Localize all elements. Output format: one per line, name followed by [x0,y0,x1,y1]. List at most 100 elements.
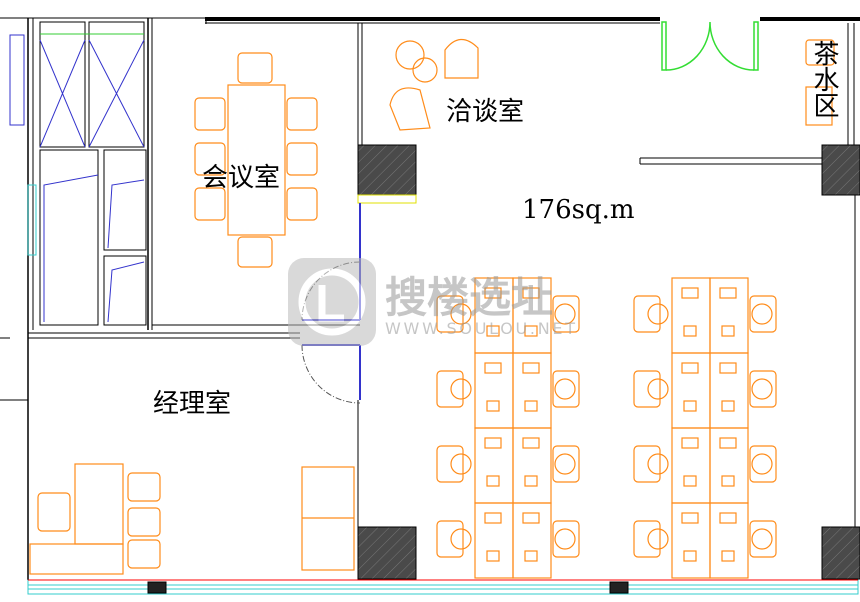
room-label-pantry: 茶水区 [809,40,839,118]
monitor [681,362,699,374]
monitor [484,362,502,374]
monitor [522,512,540,524]
workstation-chair-seat [751,453,773,475]
workstation-chair [436,520,464,558]
lounge-chair [444,38,479,79]
area-label: 176sq.m [522,195,635,225]
workstation-chair [552,370,580,408]
monitor [522,362,540,374]
workstation-chair [552,295,580,333]
keyboard [524,400,538,412]
manager-credenza [29,543,124,575]
keyboard [721,550,735,562]
meeting-chair [237,236,273,268]
keyboard [721,475,735,487]
workstation-desk [474,427,514,504]
workstation-desk [512,502,552,579]
lounge-chair [389,87,431,131]
keyboard [683,400,697,412]
monitor [484,287,502,299]
keyboard [721,325,735,337]
workstation-chair [749,520,777,558]
workstation-chair-seat [450,303,472,325]
workstation-chair [552,520,580,558]
workstation-chair [633,520,661,558]
monitor [681,512,699,524]
keyboard [524,475,538,487]
monitor [484,512,502,524]
manager-desk [74,463,124,545]
keyboard [486,475,500,487]
manager-chair [37,492,71,532]
guest-chair [127,472,161,502]
meeting-chair [286,97,318,131]
workstation-chair-seat [647,528,669,550]
workstation-chair [749,295,777,333]
meeting-chair [286,142,318,176]
workstation-chair-seat [554,453,576,475]
entrance-door[interactable] [661,21,759,71]
monitor [719,287,737,299]
workstation-chair-seat [450,378,472,400]
workstation-chair-seat [647,453,669,475]
workstation-chair [552,445,580,483]
watermark-title: 搜楼选址 [385,273,553,322]
workstation-chair [633,295,661,333]
workstation-desk [671,277,711,354]
workstation-chair [749,370,777,408]
meeting-chair [286,187,318,221]
monitor [719,362,737,374]
workstation-desk [474,352,514,429]
monitor [681,437,699,449]
workstation-chair-seat [647,378,669,400]
workstation-desk [671,427,711,504]
structural-columns [357,144,860,580]
workstation-chair [749,445,777,483]
workstation-desk [709,502,749,579]
pantry-counter [805,86,833,126]
workstation-chair-seat [647,303,669,325]
workstation-chair [436,370,464,408]
monitor [719,437,737,449]
lounge-table [395,40,425,70]
workstation-chair-seat [554,378,576,400]
meeting-table [227,84,286,236]
monitor [719,512,737,524]
watermark: 搜楼选址 WWW.SOULOU.NET [288,258,575,346]
meeting-chair [237,52,273,84]
furniture [29,38,835,579]
guest-chair [127,507,161,537]
keyboard [683,475,697,487]
elevator-shafts [9,21,147,326]
workstation-chair [633,370,661,408]
workstation-desk [512,352,552,429]
workstation-chair [436,445,464,483]
walls [0,17,860,580]
keyboard [486,550,500,562]
keyboard [524,325,538,337]
keyboard [721,400,735,412]
workstation-chair-seat [751,303,773,325]
workstation-chair [633,445,661,483]
workstation-desk [474,502,514,579]
workstation-chair-seat [450,453,472,475]
workstation-desk [512,427,552,504]
guest-chair [127,539,161,569]
monitor [681,287,699,299]
watermark-url: WWW.SOULOU.NET [385,319,575,338]
workstation-chair-seat [450,528,472,550]
keyboard [683,550,697,562]
workstation-chair-seat [554,528,576,550]
workstation-desk [709,277,749,354]
room-label-manager: 经理室 [153,389,231,419]
workstation-chair-seat [554,303,576,325]
meeting-chair [194,187,226,221]
meeting-chair [194,97,226,131]
workstation-desk [709,427,749,504]
workstation-desk [709,352,749,429]
window-strip [27,579,859,595]
workstation-desk [671,352,711,429]
workstation-chair [436,295,464,333]
monitor [522,437,540,449]
